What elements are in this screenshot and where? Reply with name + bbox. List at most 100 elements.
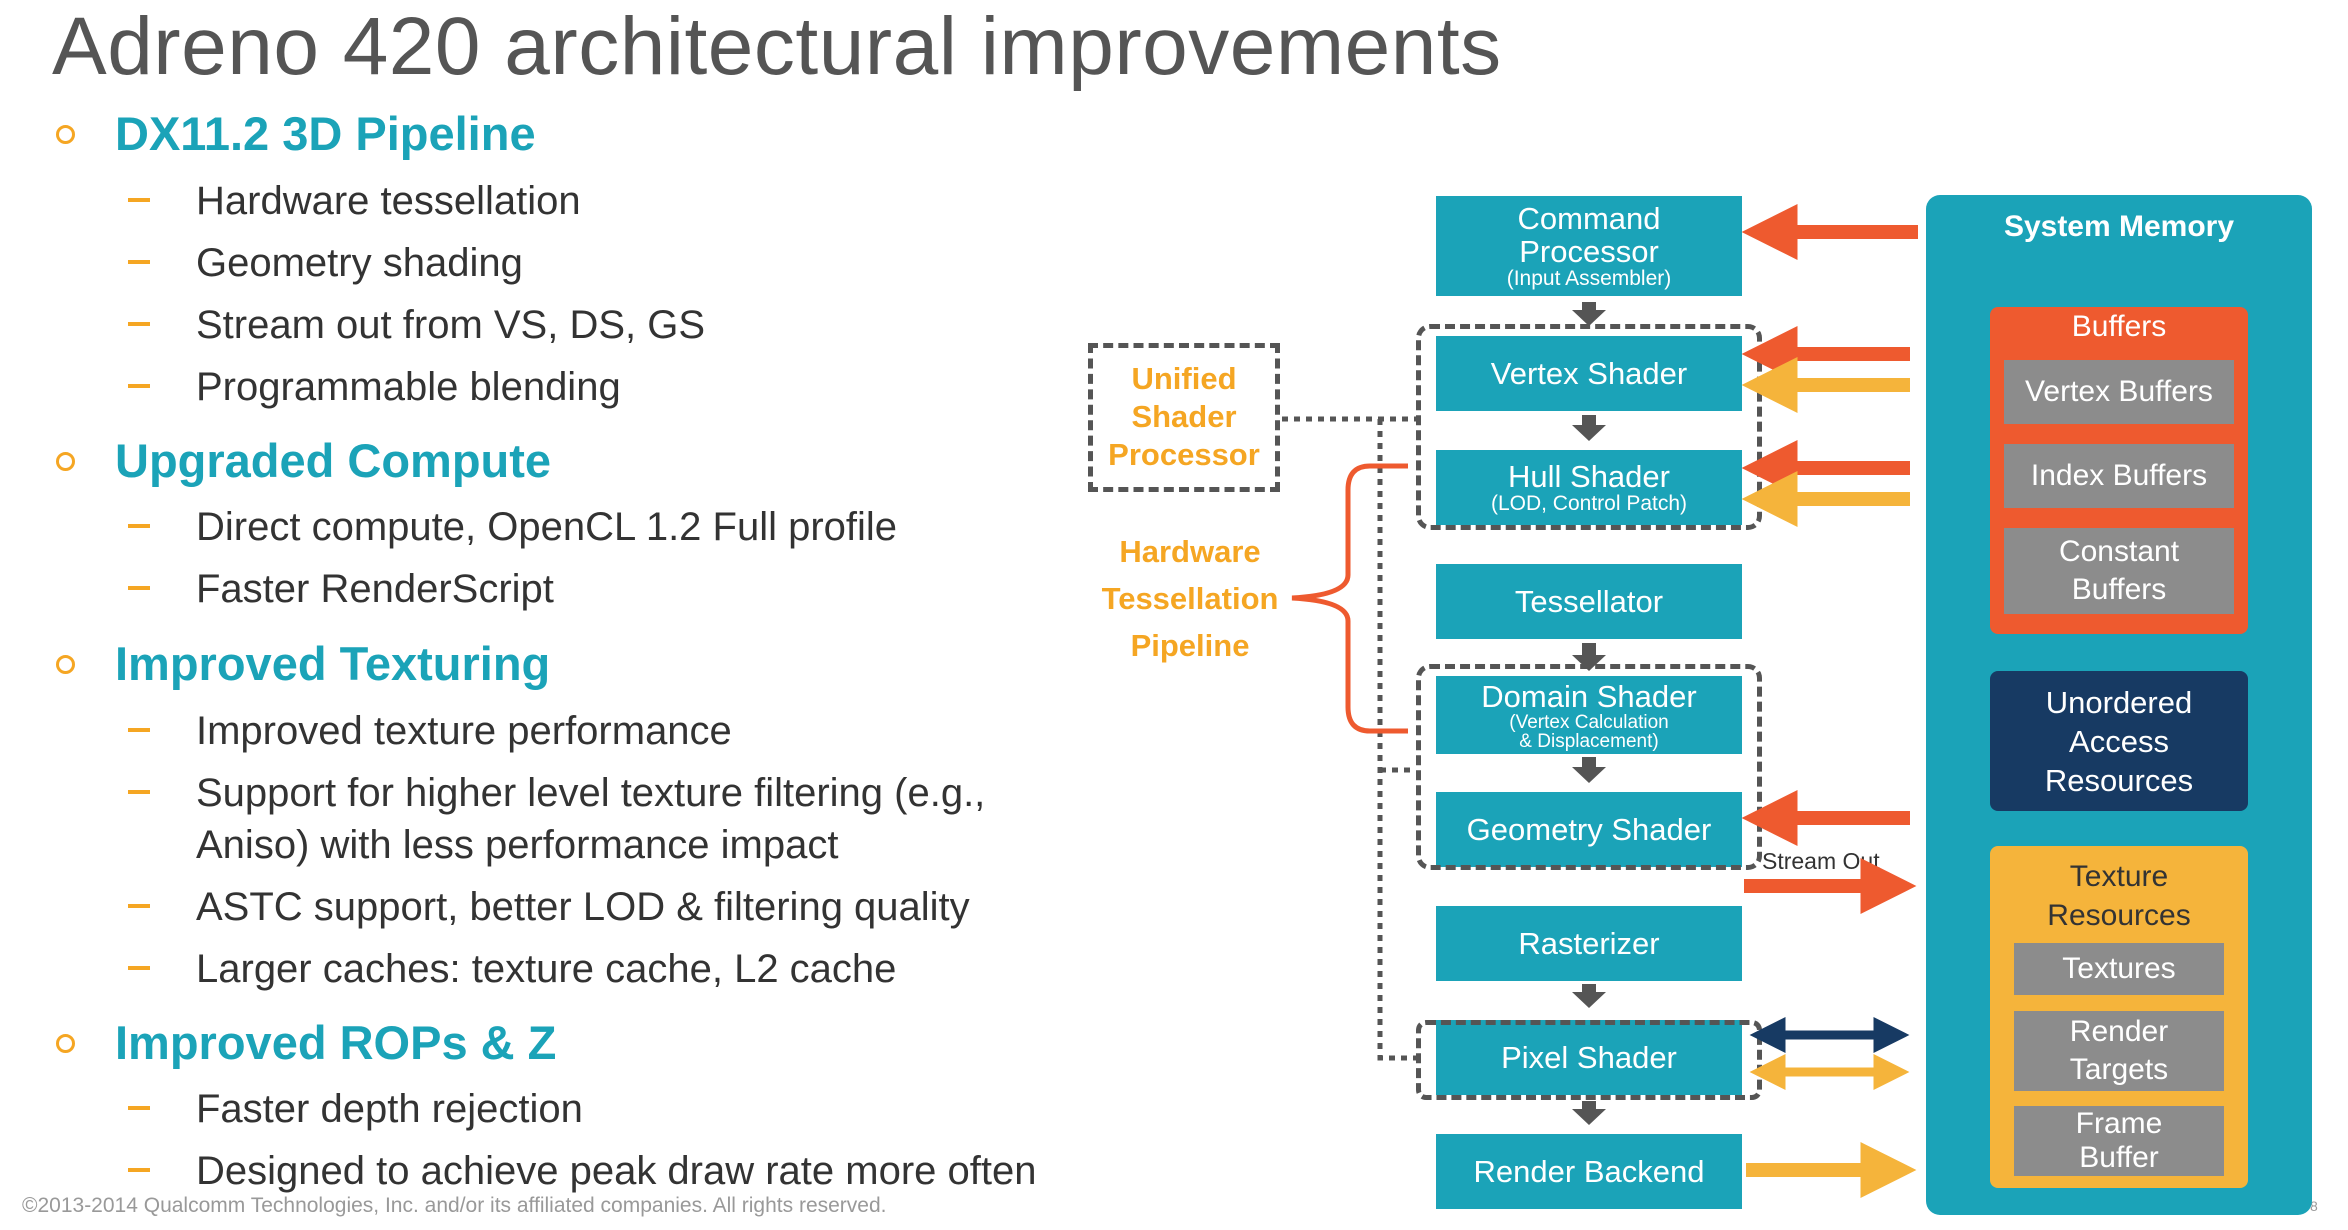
command-processor-sub: (Input Assembler) — [1506, 267, 1672, 290]
dash-bullet-icon — [128, 198, 150, 202]
render-targets-line1: Render — [2069, 1015, 2169, 1048]
buffers-title: Buffers — [2071, 310, 2167, 343]
slide-title: Adreno 420 architectural improvements — [52, 1, 1502, 92]
domain-shader-sub1: (Vertex Calculation — [1509, 711, 1669, 733]
section-bullet-icon — [56, 655, 75, 674]
tessellation-brace — [1291, 463, 1408, 734]
constant-buffers-line2: Buffers — [2071, 573, 2167, 606]
index-buffers-box: Index Buffers — [2004, 444, 2234, 508]
hw-tessellation-line1: Hardware — [1119, 534, 1261, 569]
unordered-access-resources-box: Unordered Access Resources — [1990, 671, 2248, 811]
section-heading-dx11: DX11.2 3D Pipeline — [115, 107, 536, 160]
list-item: Larger caches: texture cache, L2 cache — [196, 947, 897, 991]
render-backend-box: Render Backend — [1436, 1134, 1742, 1209]
frame-buffer-line2: Buffer — [2079, 1141, 2159, 1174]
tessellator-label: Tessellator — [1514, 584, 1664, 619]
tessellator-box: Tessellator — [1436, 564, 1742, 639]
render-backend-label: Render Backend — [1473, 1154, 1705, 1189]
uav-line3: Resources — [2044, 762, 2194, 798]
domain-shader-label: Domain Shader — [1481, 678, 1697, 714]
unified-shader-line1: Unified — [1131, 361, 1237, 396]
constant-buffers-line1: Constant — [2058, 535, 2180, 568]
dash-bullet-icon — [128, 586, 150, 590]
pixel-shader-box: Pixel Shader — [1436, 1020, 1742, 1095]
hull-shader-sub: (LOD, Control Patch) — [1490, 492, 1688, 515]
texture-resources-line2: Resources — [2047, 899, 2191, 932]
bullet-list: DX11.2 3D Pipeline Hardware tessellation… — [0, 0, 1080, 1230]
command-processor-line1: Command — [1517, 201, 1661, 236]
textures-box: Textures — [2014, 943, 2224, 995]
down-arrow-icon — [1572, 415, 1606, 441]
dash-bullet-icon — [128, 966, 150, 970]
render-targets-line2: Targets — [2069, 1053, 2169, 1086]
command-processor-line2: Processor — [1519, 234, 1659, 269]
dash-bullet-icon — [128, 322, 150, 326]
unified-shader-connector — [1282, 416, 1416, 1061]
unified-shader-dashed-box — [1088, 343, 1280, 492]
dash-bullet-icon — [128, 1106, 150, 1110]
dash-bullet-icon — [128, 524, 150, 528]
copyright-footer: ©2013-2014 Qualcomm Technologies, Inc. a… — [22, 1194, 887, 1217]
rasterizer-label: Rasterizer — [1518, 926, 1660, 961]
vertex-buffers-box: Vertex Buffers — [2004, 360, 2234, 424]
hull-shader-label: Hull Shader — [1508, 459, 1670, 494]
list-item: Faster depth rejection — [196, 1087, 583, 1131]
domain-shader-box: Domain Shader (Vertex Calculation & Disp… — [1436, 676, 1742, 754]
section-heading-rops: Improved ROPs & Z — [115, 1016, 557, 1069]
pixel-shader-label: Pixel Shader — [1501, 1040, 1677, 1075]
vertex-hull-dashed-group — [1416, 324, 1762, 530]
frame-buffer-line1: Frame — [2075, 1107, 2163, 1140]
hw-tessellation-line2: Tessellation — [1101, 581, 1279, 616]
down-arrow-icon — [1572, 1101, 1606, 1125]
constant-buffers-box: Constant Buffers — [2004, 528, 2234, 614]
list-item: Stream out from VS, DS, GS — [196, 303, 706, 347]
texture-resources-line1: Texture — [2069, 860, 2169, 893]
section-bullet-icon — [56, 452, 75, 471]
list-item: Faster RenderScript — [196, 567, 554, 611]
list-item: Improved texture performance — [196, 709, 732, 753]
render-targets-box: Render Targets — [2014, 1011, 2224, 1091]
hw-tessellation-label: Hardware Tessellation Pipeline — [1090, 528, 1290, 669]
uav-line1: Unordered — [2045, 684, 2193, 720]
section-bullet-icon — [56, 125, 75, 144]
down-arrow-icon — [1572, 302, 1606, 326]
down-arrow-icon — [1572, 757, 1606, 783]
section-heading-compute: Upgraded Compute — [115, 434, 552, 487]
command-processor-box: Command Processor (Input Assembler) — [1436, 196, 1742, 296]
section-heading-texturing: Improved Texturing — [115, 637, 551, 690]
texture-resources-title: Texture Resources — [1990, 857, 2248, 935]
list-item: Support for higher level texture filteri… — [196, 771, 986, 815]
domain-shader-sub2: & Displacement) — [1519, 730, 1659, 752]
list-item: Geometry shading — [196, 241, 523, 285]
page-number: 8 — [2310, 1198, 2318, 1214]
dash-bullet-icon — [128, 1168, 150, 1172]
dash-bullet-icon — [128, 904, 150, 908]
vertex-shader-box: Vertex Shader — [1436, 336, 1742, 411]
list-item: ASTC support, better LOD & filtering qua… — [196, 885, 970, 929]
hw-tessellation-line3: Pipeline — [1130, 628, 1250, 663]
down-arrow-icon — [1572, 984, 1606, 1008]
dash-bullet-icon — [128, 790, 150, 794]
geometry-shader-label: Geometry Shader — [1466, 812, 1712, 847]
list-item: Hardware tessellation — [196, 179, 581, 223]
dash-bullet-icon — [128, 728, 150, 732]
frame-buffer-box: Frame Buffer — [2014, 1106, 2224, 1176]
vertex-shader-label: Vertex Shader — [1490, 356, 1688, 391]
list-item: Programmable blending — [196, 365, 621, 409]
down-arrow-icons — [1572, 302, 1606, 1125]
dash-bullet-icon — [128, 260, 150, 264]
uav-line2: Access — [2069, 723, 2169, 759]
unified-shader-line3: Processor — [1108, 437, 1260, 472]
hull-shader-box: Hull Shader (LOD, Control Patch) — [1436, 450, 1742, 525]
section-bullet-icon — [56, 1034, 75, 1053]
list-item-continuation: Aniso) with less performance impact — [196, 823, 839, 867]
list-item: Direct compute, OpenCL 1.2 Full profile — [196, 505, 898, 549]
geometry-shader-box: Geometry Shader — [1436, 792, 1742, 867]
down-arrow-icon — [1572, 643, 1606, 671]
rasterizer-box: Rasterizer — [1436, 906, 1742, 981]
unified-shader-label: Unified Shader Processor — [1088, 360, 1280, 474]
list-item: Designed to achieve peak draw rate more … — [196, 1149, 1037, 1193]
system-memory-title: System Memory — [2003, 210, 2235, 243]
dash-bullet-icon — [128, 384, 150, 388]
